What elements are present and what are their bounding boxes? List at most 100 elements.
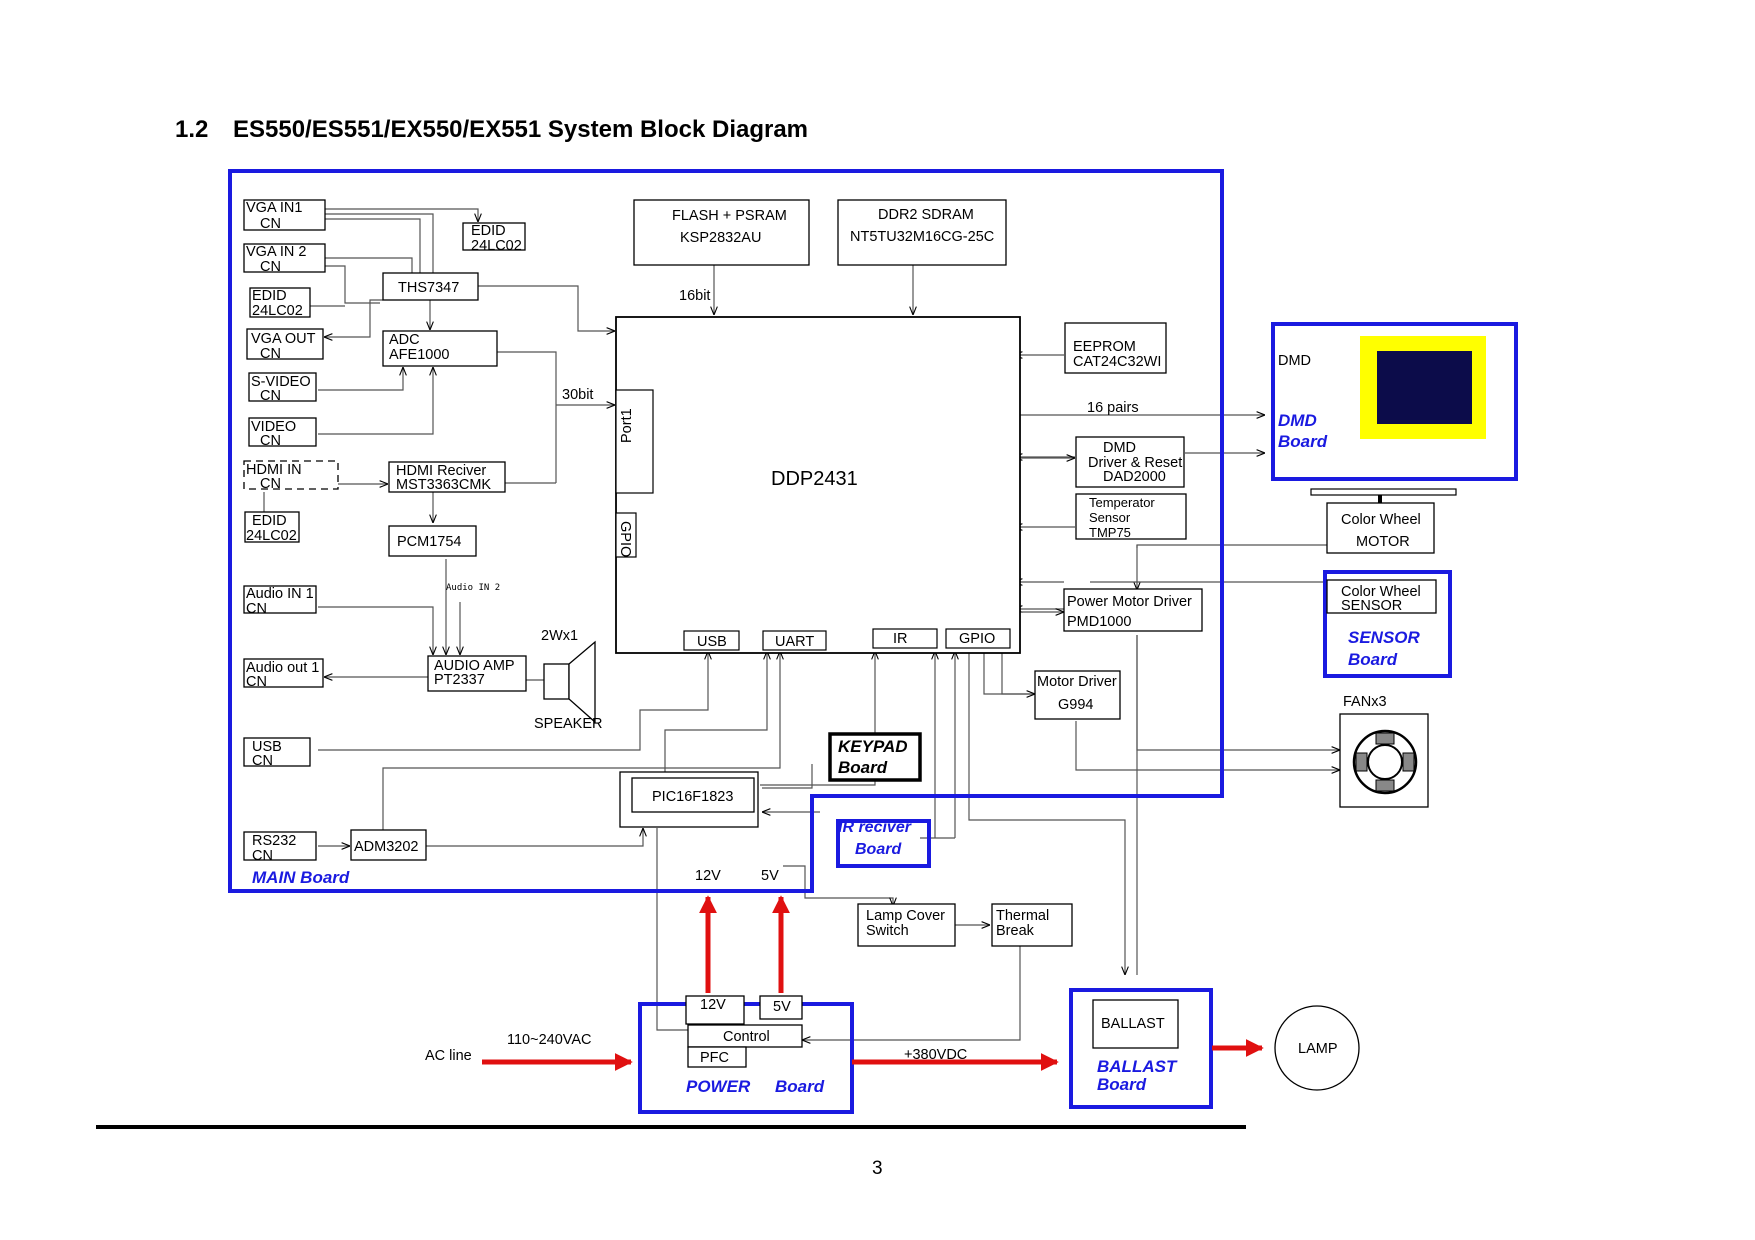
thermal-label-1: Thermal xyxy=(996,908,1049,924)
flash-label-1: FLASH + PSRAM xyxy=(672,208,787,224)
power-board-label-1: POWER xyxy=(686,1077,751,1096)
vga-in2-label-2: CN xyxy=(260,259,281,275)
fan-symbol xyxy=(1339,713,1429,808)
video-label-1: VIDEO xyxy=(251,419,296,435)
gpio-port-box xyxy=(945,628,1011,649)
hdmi-in-label-1: HDMI IN xyxy=(246,462,302,478)
ths7347-label: THS7347 xyxy=(398,280,459,296)
svideo-label-2: CN xyxy=(260,388,281,404)
edid-a-label-2: 24LC02 xyxy=(252,303,303,319)
ddr2-label-1: DDR2 SDRAM xyxy=(878,207,974,223)
ir-board-outline xyxy=(836,819,931,868)
hdmi-in-cn-box xyxy=(243,460,339,490)
ballast-chip-box xyxy=(1092,999,1179,1049)
hdmi-rx-label-1: HDMI Reciver xyxy=(396,463,486,479)
ballast-board-label-1: BALLAST xyxy=(1097,1057,1178,1076)
diagram-title: ES550/ES551/EX550/EX551 System Block Dia… xyxy=(233,116,809,143)
sensor-board-label-2: Board xyxy=(1348,650,1398,669)
edid-a-box xyxy=(249,287,311,318)
ddp2431-label: DDP2431 xyxy=(771,468,858,490)
bit16-label: 16bit xyxy=(679,288,710,304)
block-labels: VGA IN1 CN VGA IN 2 CN EDID 24LC02 VGA O… xyxy=(246,200,1421,1066)
power-arrows xyxy=(482,895,1264,1071)
temp-label-2: Sensor xyxy=(1089,510,1131,525)
usb-cn-label-2: CN xyxy=(252,753,273,769)
audio-amp-label-2: PT2337 xyxy=(434,672,485,688)
audio-amp-label-1: AUDIO AMP xyxy=(434,658,515,674)
dmd-driver-label-3: DAD2000 xyxy=(1103,469,1166,485)
flash-label-2: KSP2832AU xyxy=(680,230,761,246)
motor-driver-label-2: G994 xyxy=(1058,697,1093,713)
pmd-box xyxy=(1063,588,1203,632)
footer-rule xyxy=(96,1125,1246,1129)
power-board-outline xyxy=(638,1002,854,1114)
main-board-outline xyxy=(228,169,1224,893)
vga-in1-label-2: CN xyxy=(260,216,281,232)
audio-in1-label-1: Audio IN 1 xyxy=(246,586,314,602)
video-cn-box xyxy=(248,417,317,447)
board-labels: MAIN Board DMD Board SENSOR Board KEYPAD… xyxy=(252,411,1421,1096)
temp-label-3: TMP75 xyxy=(1089,525,1131,540)
video-label-2: CN xyxy=(260,433,281,449)
svideo-cn-box xyxy=(248,372,317,402)
ballast-board-label-2: Board xyxy=(1097,1075,1147,1094)
p12v-box xyxy=(685,995,745,1025)
temp-label-1: Temperator xyxy=(1089,495,1155,510)
usb-port-label: USB xyxy=(697,634,727,650)
p5v-box xyxy=(759,995,803,1020)
ir-port-box xyxy=(872,628,938,649)
page-number: 3 xyxy=(872,1158,883,1179)
p12v-label: 12V xyxy=(700,997,726,1013)
board-outlines xyxy=(228,169,1518,1114)
dmd-driver-label-1: DMD xyxy=(1103,440,1136,456)
vga-in1-label-1: VGA IN1 xyxy=(246,200,302,216)
ddr2-box xyxy=(837,199,1007,266)
uart-port-box xyxy=(762,630,827,651)
pic-label: PIC16F1823 xyxy=(652,789,733,805)
vdc-label: +380VDC xyxy=(904,1047,967,1063)
pfc-box xyxy=(687,1046,747,1068)
dmd-core xyxy=(1377,351,1472,424)
v5-label: 5V xyxy=(761,868,779,884)
flash-box xyxy=(633,199,810,266)
sensor-board-label-1: SENSOR xyxy=(1348,628,1421,647)
pfc-label: PFC xyxy=(700,1050,729,1066)
signal-lines xyxy=(263,208,1340,1040)
edid-b-label-2: 24LC02 xyxy=(246,528,297,544)
gpio-side-label: GPIO xyxy=(617,521,633,557)
edid-a-label-1: EDID xyxy=(252,288,287,304)
dmd-board-outline xyxy=(1271,322,1518,481)
ddp2431-block: DDP2431 Port1 GPIO USB UART IR GPIO xyxy=(615,316,1021,654)
audio-in1-cn-box xyxy=(243,585,317,614)
vga-in1-cn-box xyxy=(243,199,326,231)
ddr2-label-2: NT5TU32M16CG-25C xyxy=(850,229,994,245)
bit30-label: 30bit xyxy=(562,387,593,403)
temp-sensor-box xyxy=(1075,493,1187,540)
color-wheel-sensor-box xyxy=(1326,579,1437,614)
eeprom-label-2: CAT24C32WI xyxy=(1073,354,1161,370)
edid-top-label-2: 24LC02 xyxy=(471,238,522,254)
left-blocks xyxy=(243,199,1437,1068)
color-wheel-motor-label-2: MOTOR xyxy=(1356,534,1410,550)
pcm-box xyxy=(388,525,477,557)
hdmi-in-label-2: CN xyxy=(260,476,281,492)
adc-label-2: AFE1000 xyxy=(389,347,449,363)
usb-cn-box xyxy=(243,737,311,767)
audio-out1-label-1: Audio out 1 xyxy=(246,660,319,676)
speaker-label: SPEAKER xyxy=(534,716,603,732)
lamp-label: LAMP xyxy=(1298,1041,1338,1057)
main-board-label: MAIN Board xyxy=(252,868,350,887)
ir-board-label-2: Board xyxy=(855,841,902,858)
dmd-driver-label-2: Driver & Reset xyxy=(1088,455,1182,471)
vga-out-label-2: CN xyxy=(260,346,281,362)
audio-out1-cn-box xyxy=(243,658,324,688)
lamp-cover-box xyxy=(857,903,956,947)
keypad-board-label-1: KEYPAD xyxy=(838,737,908,756)
sensor-board-outline xyxy=(1323,570,1452,678)
adc-box xyxy=(382,330,498,367)
eeprom-label-1: EEPROM xyxy=(1073,339,1136,355)
color-wheel-sensor-label-1: Color Wheel xyxy=(1341,584,1421,600)
dmd-mount-bar xyxy=(1310,488,1457,496)
fan-label: FANx3 xyxy=(1343,694,1387,710)
